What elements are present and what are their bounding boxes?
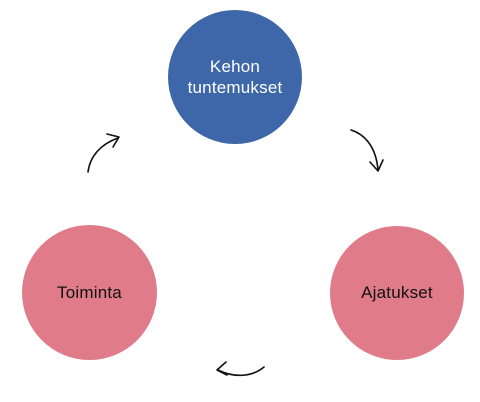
arrow-right-to-left-icon [216, 361, 265, 377]
arrow-top-to-right-icon [350, 129, 384, 172]
node-toiminta: Toiminta [22, 225, 157, 360]
node-kehon-tuntemukset-label: Kehon tuntemukset [187, 56, 283, 97]
node-ajatukset: Ajatukset [330, 226, 464, 360]
arrow-left-to-top-icon [87, 133, 120, 173]
node-kehon-tuntemukset: Kehon tuntemukset [168, 10, 302, 144]
node-ajatukset-label: Ajatukset [361, 283, 433, 303]
node-toiminta-label: Toiminta [57, 282, 122, 302]
